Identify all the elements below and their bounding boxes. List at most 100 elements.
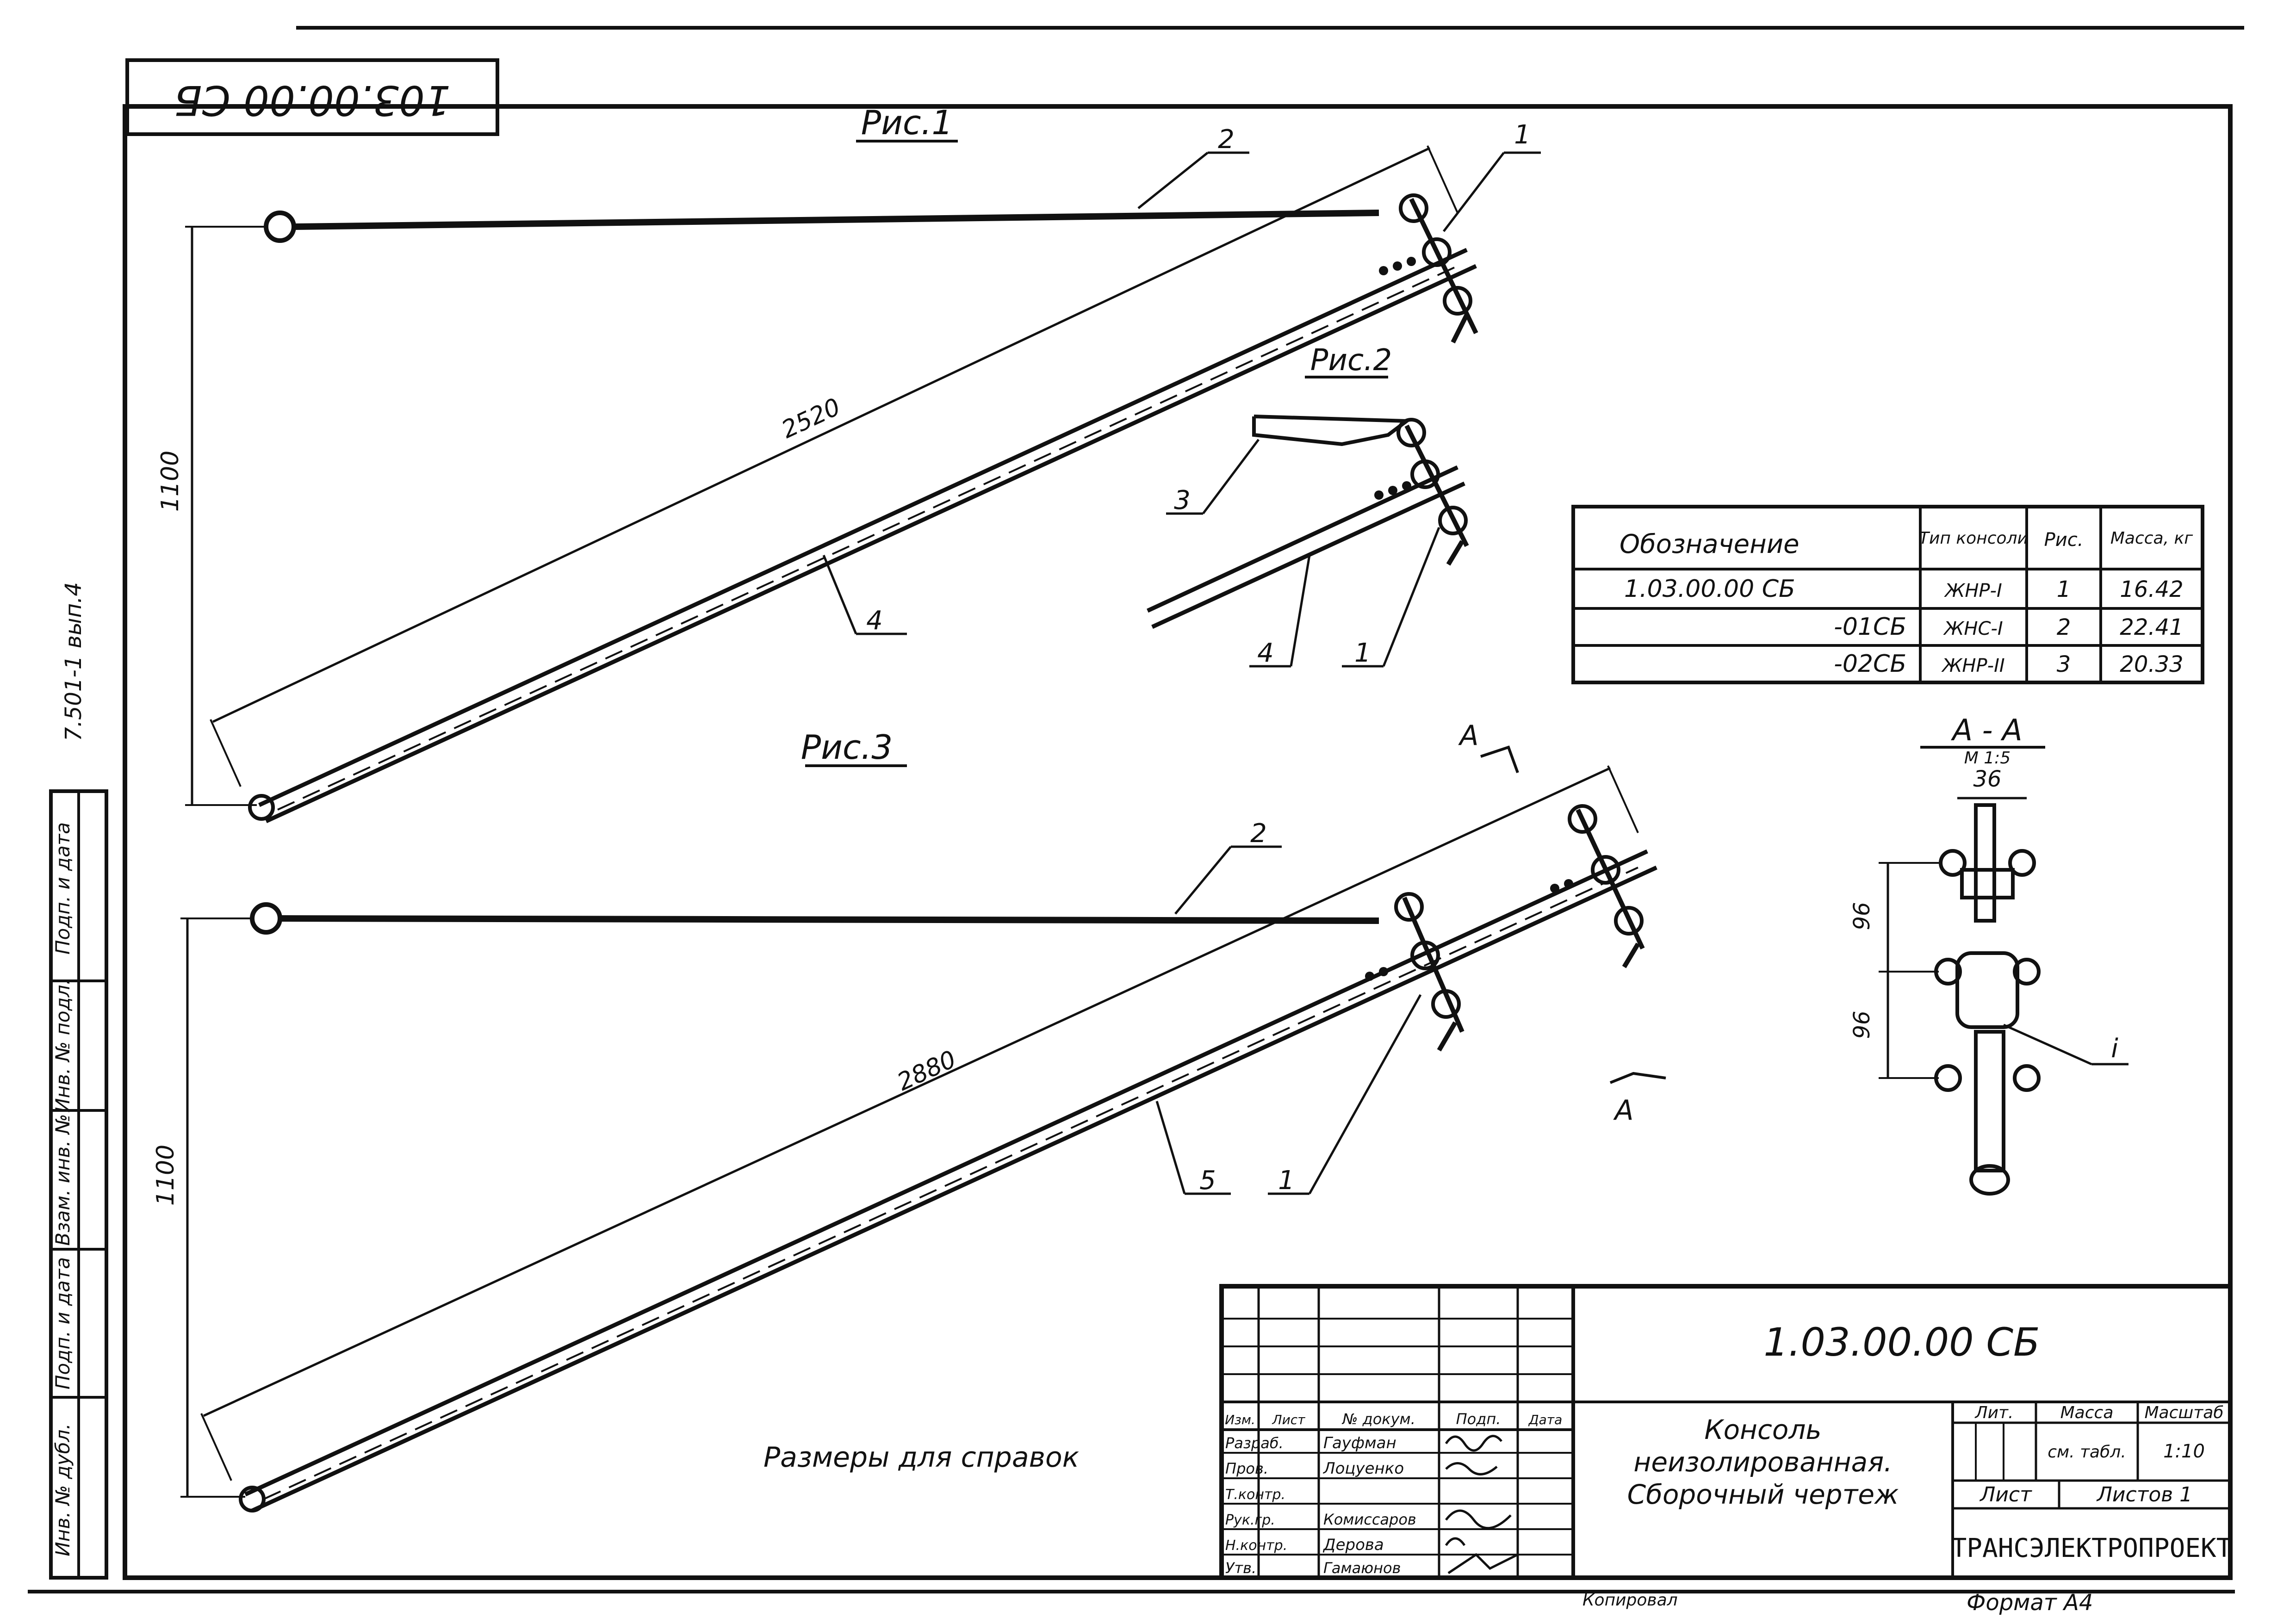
role-approved: Утв.	[1225, 1559, 1256, 1577]
title-line-1: Консоль	[1704, 1414, 1821, 1445]
section-view: А - А М 1:5 36 96 96 i	[1849, 713, 2128, 1196]
organization: ТРАНСЭЛЕКТРОПРОЕКТ	[1951, 1533, 2232, 1563]
section-spacing-top: 96	[1849, 902, 1875, 930]
strip-label-1: Подп. и дата	[51, 822, 74, 955]
fig1-rod-eye	[264, 211, 296, 243]
name-checker: Лоцуенко	[1322, 1459, 1404, 1478]
strip-label-5: Инв. № дубл.	[51, 1423, 74, 1556]
role-tech-control: Т.контр.	[1225, 1487, 1285, 1503]
mass-value: см. табл.	[2048, 1443, 2126, 1462]
spec-header-type: Тип консоли	[1919, 529, 2028, 548]
spec-row2-mass: 22.41	[2120, 614, 2183, 640]
strip-label-3: Взам. инв. №	[51, 1114, 74, 1246]
scale-value: 1:10	[2163, 1441, 2205, 1462]
callout-2-fig3: 2	[1250, 818, 1267, 849]
section-width-dim: 36	[1973, 766, 2001, 792]
strip-label-4: Подп. и дата	[51, 1257, 74, 1389]
scale-label: Масштаб	[2144, 1403, 2223, 1422]
callout-5: 5	[1199, 1165, 1216, 1196]
fig2-boom-top	[1147, 465, 1458, 613]
section-title: А - А	[1950, 713, 2022, 748]
left-binding-strip: Подп. и дата Инв. № подл. Взам. инв. № П…	[49, 789, 108, 1580]
stamp-box: 103.00.00 СБ	[125, 58, 499, 136]
spec-row1-fig: 1	[2057, 576, 2071, 602]
callout-4-fig1: 4	[866, 606, 883, 636]
signature-norm-control	[1445, 1537, 1466, 1546]
title-line-2: неизолированная.	[1633, 1446, 1892, 1478]
spec-header-fig: Рис.	[2044, 529, 2084, 551]
spec-row3-type: ЖНР-II	[1941, 655, 2004, 676]
lit-label: Лит.	[1974, 1403, 2014, 1422]
section-marker-bottom: А	[1613, 1094, 1633, 1127]
figure-1-title: Рис.1	[861, 103, 953, 142]
name-approved: Гамаюнов	[1323, 1559, 1401, 1577]
reference-note: Размеры для справок	[763, 1441, 1079, 1474]
fig3-length-dim: 2880	[893, 1045, 960, 1096]
spec-row3-fig: 3	[2057, 651, 2071, 677]
section-marker-top: А	[1458, 719, 1478, 752]
name-group-lead: Комиссаров	[1323, 1511, 1416, 1528]
fig1-height-dim: 1100	[156, 451, 184, 512]
title-designation: 1.03.00.00 СБ	[1763, 1320, 2040, 1365]
spec-row3-designation: -02СБ	[1834, 650, 1906, 678]
callout-1-fig1: 1	[1514, 120, 1531, 150]
spec-header-mass: Масса, кг	[2110, 529, 2193, 548]
col-header-change: Изм.	[1225, 1412, 1255, 1427]
spec-row2-fig: 2	[2057, 614, 2071, 640]
title-block: 1.03.00.00 СБ Консоль неизолированная. С…	[1219, 1284, 2233, 1580]
name-developer: Гауфман	[1323, 1434, 1396, 1452]
name-norm-control: Дерова	[1322, 1536, 1384, 1554]
col-header-sign: Подп.	[1456, 1410, 1501, 1428]
callout-4-fig2: 4	[1257, 638, 1274, 668]
sheets-label: Листов 1	[2096, 1483, 2192, 1506]
title-line-3: Сборочный чертеж	[1627, 1479, 1899, 1510]
callout-3: 3	[1174, 485, 1191, 515]
stamp-code: 103.00.00 СБ	[174, 76, 451, 124]
signature-approved	[1447, 1553, 1519, 1574]
fig1-tie-rod	[293, 210, 1379, 230]
fig1-clamp-bolt	[1399, 193, 1428, 223]
sheet-label: Лист	[1979, 1483, 2032, 1506]
fig1-boom-bottom	[265, 264, 1477, 824]
signature-group-lead	[1445, 1509, 1512, 1530]
spec-row1-designation: 1.03.00.00 СБ	[1624, 575, 1795, 603]
figure-3: Рис.3 1100 2880 2	[152, 719, 1666, 1513]
mass-label: Масса	[2060, 1403, 2114, 1422]
fig3-tie-rod	[279, 915, 1379, 924]
figure-1: Рис.1 1100 2520 2 1	[156, 103, 1541, 824]
fig2-support-plate	[1252, 415, 1412, 446]
spec-row2-designation: -01СБ	[1834, 613, 1906, 641]
role-developer: Разраб.	[1225, 1434, 1284, 1452]
figure-2-title: Рис.2	[1310, 343, 1392, 378]
spec-row1-mass: 16.42	[2120, 576, 2183, 602]
left-margin-text: 7.501-1 вып.4	[61, 582, 87, 741]
spec-header-designation: Обозначение	[1620, 529, 1800, 559]
fig1-length-dim: 2520	[777, 393, 844, 444]
section-scale: М 1:5	[1964, 749, 2011, 768]
fig1-hook	[1451, 313, 1469, 344]
role-norm-control: Н.контр.	[1225, 1537, 1287, 1554]
spec-row1-type: ЖНР-I	[1943, 580, 2002, 601]
figure-3-title: Рис.3	[801, 728, 893, 767]
fig3-height-dim: 1100	[152, 1145, 180, 1206]
section-spacing-bottom: 96	[1849, 1010, 1875, 1039]
spec-row3-mass: 20.33	[2120, 651, 2183, 677]
col-header-sheet: Лист	[1272, 1412, 1306, 1427]
callout-1-fig3: 1	[1278, 1165, 1295, 1196]
spec-table: Обозначение Тип консоли Рис. Масса, кг 1…	[1571, 505, 2204, 684]
role-group-lead: Рук.гр.	[1225, 1512, 1275, 1528]
col-header-doc: № докум.	[1341, 1410, 1415, 1428]
callout-1-fig2: 1	[1354, 638, 1371, 668]
signature-checker	[1445, 1462, 1498, 1475]
col-header-date: Дата	[1528, 1412, 1563, 1427]
signature-developer	[1445, 1435, 1502, 1452]
fig1-boom-top	[258, 248, 1468, 807]
footer-copied: Копировал	[1582, 1591, 1678, 1610]
role-checker: Пров.	[1225, 1460, 1268, 1477]
drawing-frame	[123, 104, 2233, 1580]
spec-row2-type: ЖНС-I	[1942, 618, 2003, 639]
callout-2-fig1: 2	[1218, 124, 1235, 155]
figure-2: Рис.2 3 4 1	[1147, 343, 1469, 668]
callout-i: i	[2111, 1034, 2118, 1064]
